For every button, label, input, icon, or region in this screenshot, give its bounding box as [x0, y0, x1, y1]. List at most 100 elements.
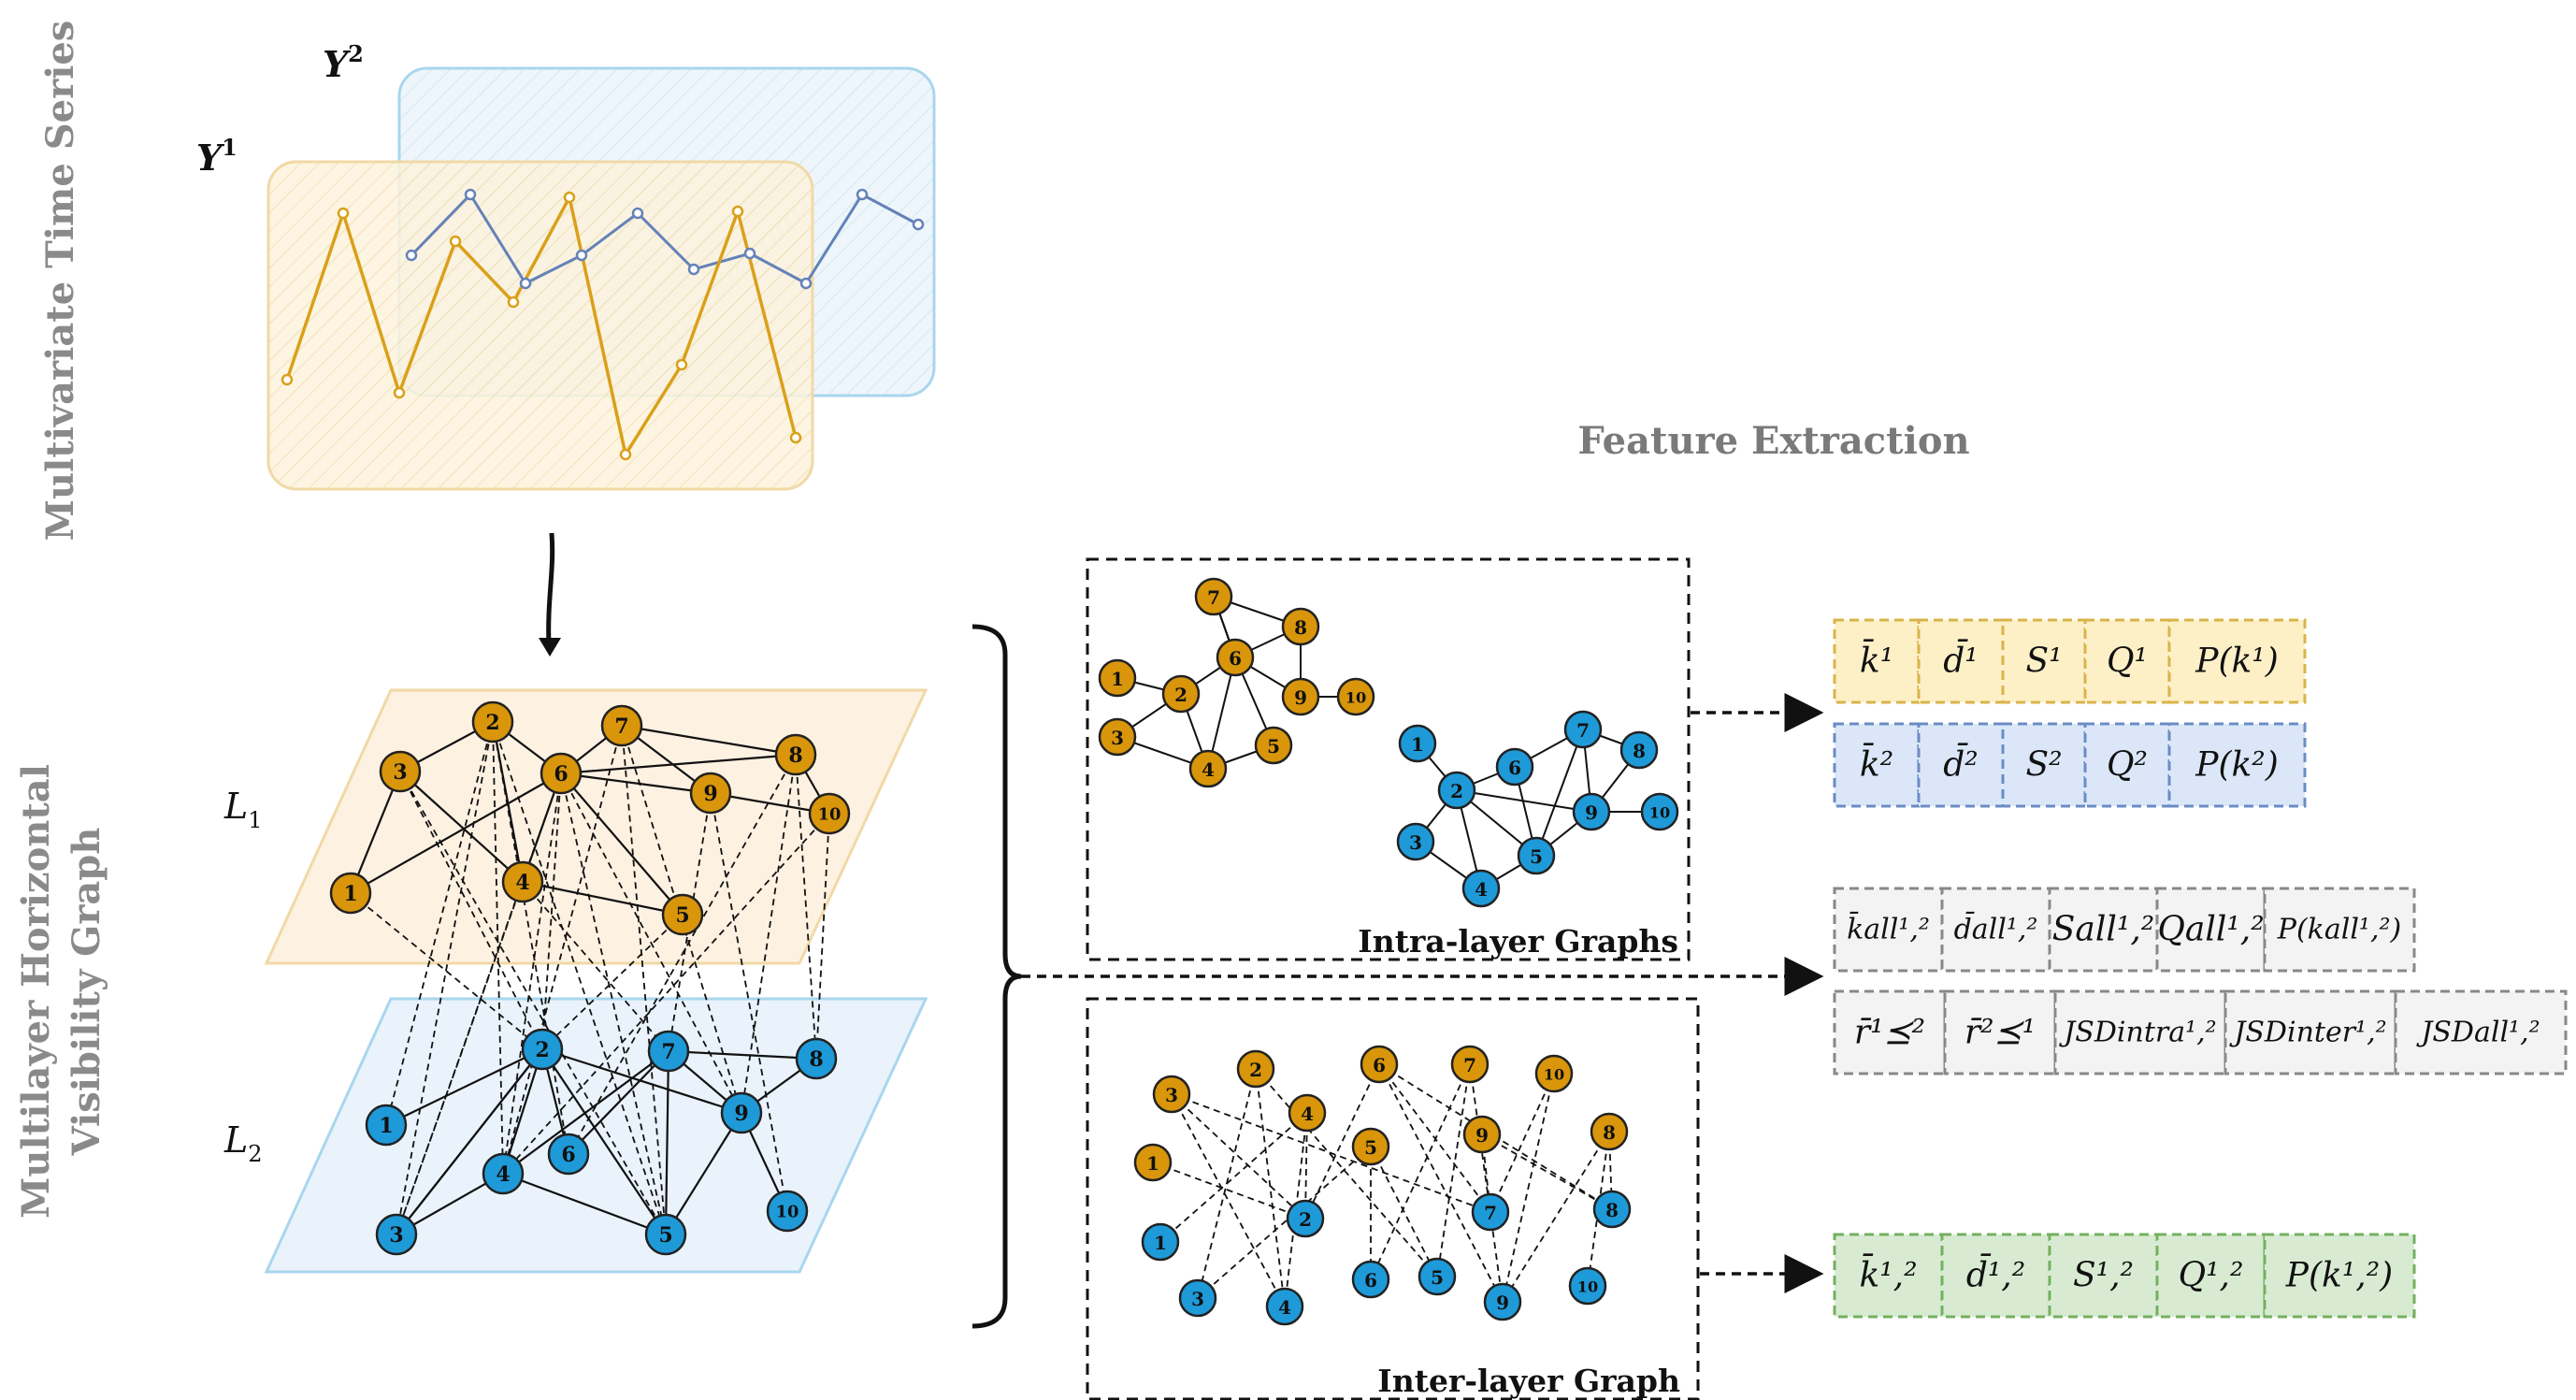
inter-graph-layer-2-node-label: 8	[1605, 1199, 1619, 1221]
layer-2-edge	[668, 1049, 817, 1061]
inter-graph-layer-1-node-label: 7	[1463, 1054, 1476, 1076]
intra-layer-2-node-label: 8	[1633, 740, 1646, 762]
inter-layer-edge	[541, 914, 684, 1050]
layer-2-edge	[502, 1050, 669, 1175]
feature-cell	[2048, 1233, 2159, 1319]
series-2-point	[912, 218, 925, 231]
layer-2-node-1: 1	[365, 1104, 408, 1147]
inter-layer-edge	[502, 725, 623, 1175]
feature-label: r̄²⪯¹	[1964, 1014, 2036, 1052]
inter-graph-edge	[1378, 1063, 1491, 1213]
series-2-point	[464, 188, 477, 201]
inter-graph-layer-1-node-2: 2	[1236, 1049, 1275, 1089]
inter-layer-edge	[522, 881, 669, 1052]
layer-1-node-6: 6	[540, 752, 583, 795]
feature-label: Q¹	[2107, 642, 2148, 681]
feature-cell	[1940, 1233, 2051, 1319]
feature-cell	[1833, 1233, 1944, 1319]
inter-layer-edge	[385, 721, 494, 1126]
intra-layer-2-node-7: 7	[1563, 710, 1603, 749]
inter-graph-layer-1-node-7: 7	[1450, 1045, 1489, 1084]
inter-layer-edge	[560, 772, 742, 1114]
intra-layer-2-node-label: 6	[1508, 757, 1521, 779]
inter-layer-edge	[560, 772, 667, 1235]
inter-graph-layer-2-node-label: 9	[1496, 1292, 1509, 1314]
inter-graph-layer-1-node-label: 1	[1146, 1152, 1159, 1175]
layer-2-node-label: 4	[496, 1162, 510, 1187]
inter-layer-edge	[795, 754, 817, 1060]
inter-graph-layer-1-node-label: 10	[1544, 1066, 1564, 1084]
layer-2-node-label: 7	[661, 1040, 675, 1064]
intra-layer-2-node-3: 3	[1396, 822, 1435, 861]
intra-layer-1-node-10: 10	[1336, 677, 1375, 716]
layer-2-label: L2	[223, 1119, 263, 1167]
inter-graph-edge	[1171, 1093, 1491, 1213]
feature-label: k̄¹	[1860, 640, 1893, 681]
inter-layer-edge	[396, 721, 494, 1235]
inter-graph-layer-2-node-label: 1	[1154, 1232, 1167, 1254]
intra-layer-1-node-3: 3	[1098, 717, 1137, 757]
inter-graph-layer-2-node-label: 6	[1364, 1269, 1377, 1292]
inter-graph-edge	[1370, 1146, 1438, 1277]
inter-graph-layer-1-node-8: 8	[1590, 1112, 1629, 1151]
series-2-point	[519, 277, 532, 290]
inter-layer-edge	[492, 721, 667, 1235]
feature-cell	[2167, 722, 2307, 808]
feature-label: P(k¹)	[2195, 642, 2279, 681]
time-series-side-label: Multivariate Time Series	[38, 21, 82, 541]
series-2-point	[799, 277, 813, 290]
series-2-point	[405, 249, 418, 262]
inter-graph-edge	[1171, 1093, 1306, 1220]
inter-layer-edge	[710, 792, 788, 1212]
inter-graph-edge	[1370, 1063, 1471, 1280]
inter-graph-layer-2-node-3: 3	[1178, 1278, 1217, 1318]
layer-2-edge	[385, 1048, 543, 1126]
layer-1-node-4: 4	[501, 860, 544, 903]
feature-label: Sall¹,²	[2052, 911, 2154, 949]
layer-2-node-9: 9	[720, 1091, 763, 1134]
layer-1-node-label: 4	[515, 871, 529, 895]
feature-cell	[2048, 887, 2159, 973]
feature-label: JSDall¹,²	[2415, 1017, 2540, 1049]
feature-cell	[2223, 989, 2397, 1075]
series-1-point	[563, 191, 576, 204]
series-1-box	[266, 160, 814, 491]
series-2-label: Y2	[323, 40, 364, 85]
intra-layer-1-node-label: 4	[1202, 758, 1215, 781]
inter-graph-layer-2-node-9: 9	[1483, 1282, 1522, 1321]
series-2-point	[743, 247, 756, 260]
inter-graph-edge	[1159, 1112, 1308, 1243]
series-1-point	[393, 386, 406, 399]
feature-label: d̄²	[1943, 743, 1978, 785]
feature-label: Qall¹,²	[2157, 911, 2264, 949]
intra-layer-2-node-label: 9	[1585, 801, 1598, 824]
inter-graph-edge	[1255, 1068, 1286, 1307]
inter-layer-box	[1086, 997, 1700, 1400]
intra-layer-box	[1086, 557, 1691, 961]
layer-2-node-label: 1	[379, 1114, 393, 1138]
feature-cell	[2263, 1233, 2416, 1319]
layer-1-node-label: 2	[485, 711, 499, 735]
inter-graph-layer-2-node-8: 8	[1592, 1190, 1632, 1229]
feature-cell	[2167, 618, 2307, 704]
feature-label: d̄¹	[1943, 640, 1978, 681]
series-1-point	[619, 448, 632, 461]
inter-graph-layer-1-node-9: 9	[1462, 1115, 1502, 1154]
layer-2-node-5: 5	[644, 1213, 687, 1256]
intra-layer-2-edge	[1456, 789, 1592, 813]
feature-label: Q²	[2107, 746, 2148, 785]
series-1-line	[285, 192, 798, 459]
series-1-point	[789, 431, 802, 444]
series-1-point	[449, 235, 462, 248]
layer-1-node-2: 2	[471, 700, 514, 743]
layer-1-node-5: 5	[661, 893, 704, 936]
series-2-point	[575, 249, 588, 262]
layer-2-node-label: 10	[776, 1203, 799, 1222]
inter-graph-edge	[1197, 1146, 1372, 1299]
feature-label: k̄all¹,²	[1847, 911, 1930, 946]
feature-label: JSDinter¹,²	[2228, 1017, 2386, 1049]
inter-graph-layer-1-node-label: 3	[1165, 1084, 1178, 1106]
